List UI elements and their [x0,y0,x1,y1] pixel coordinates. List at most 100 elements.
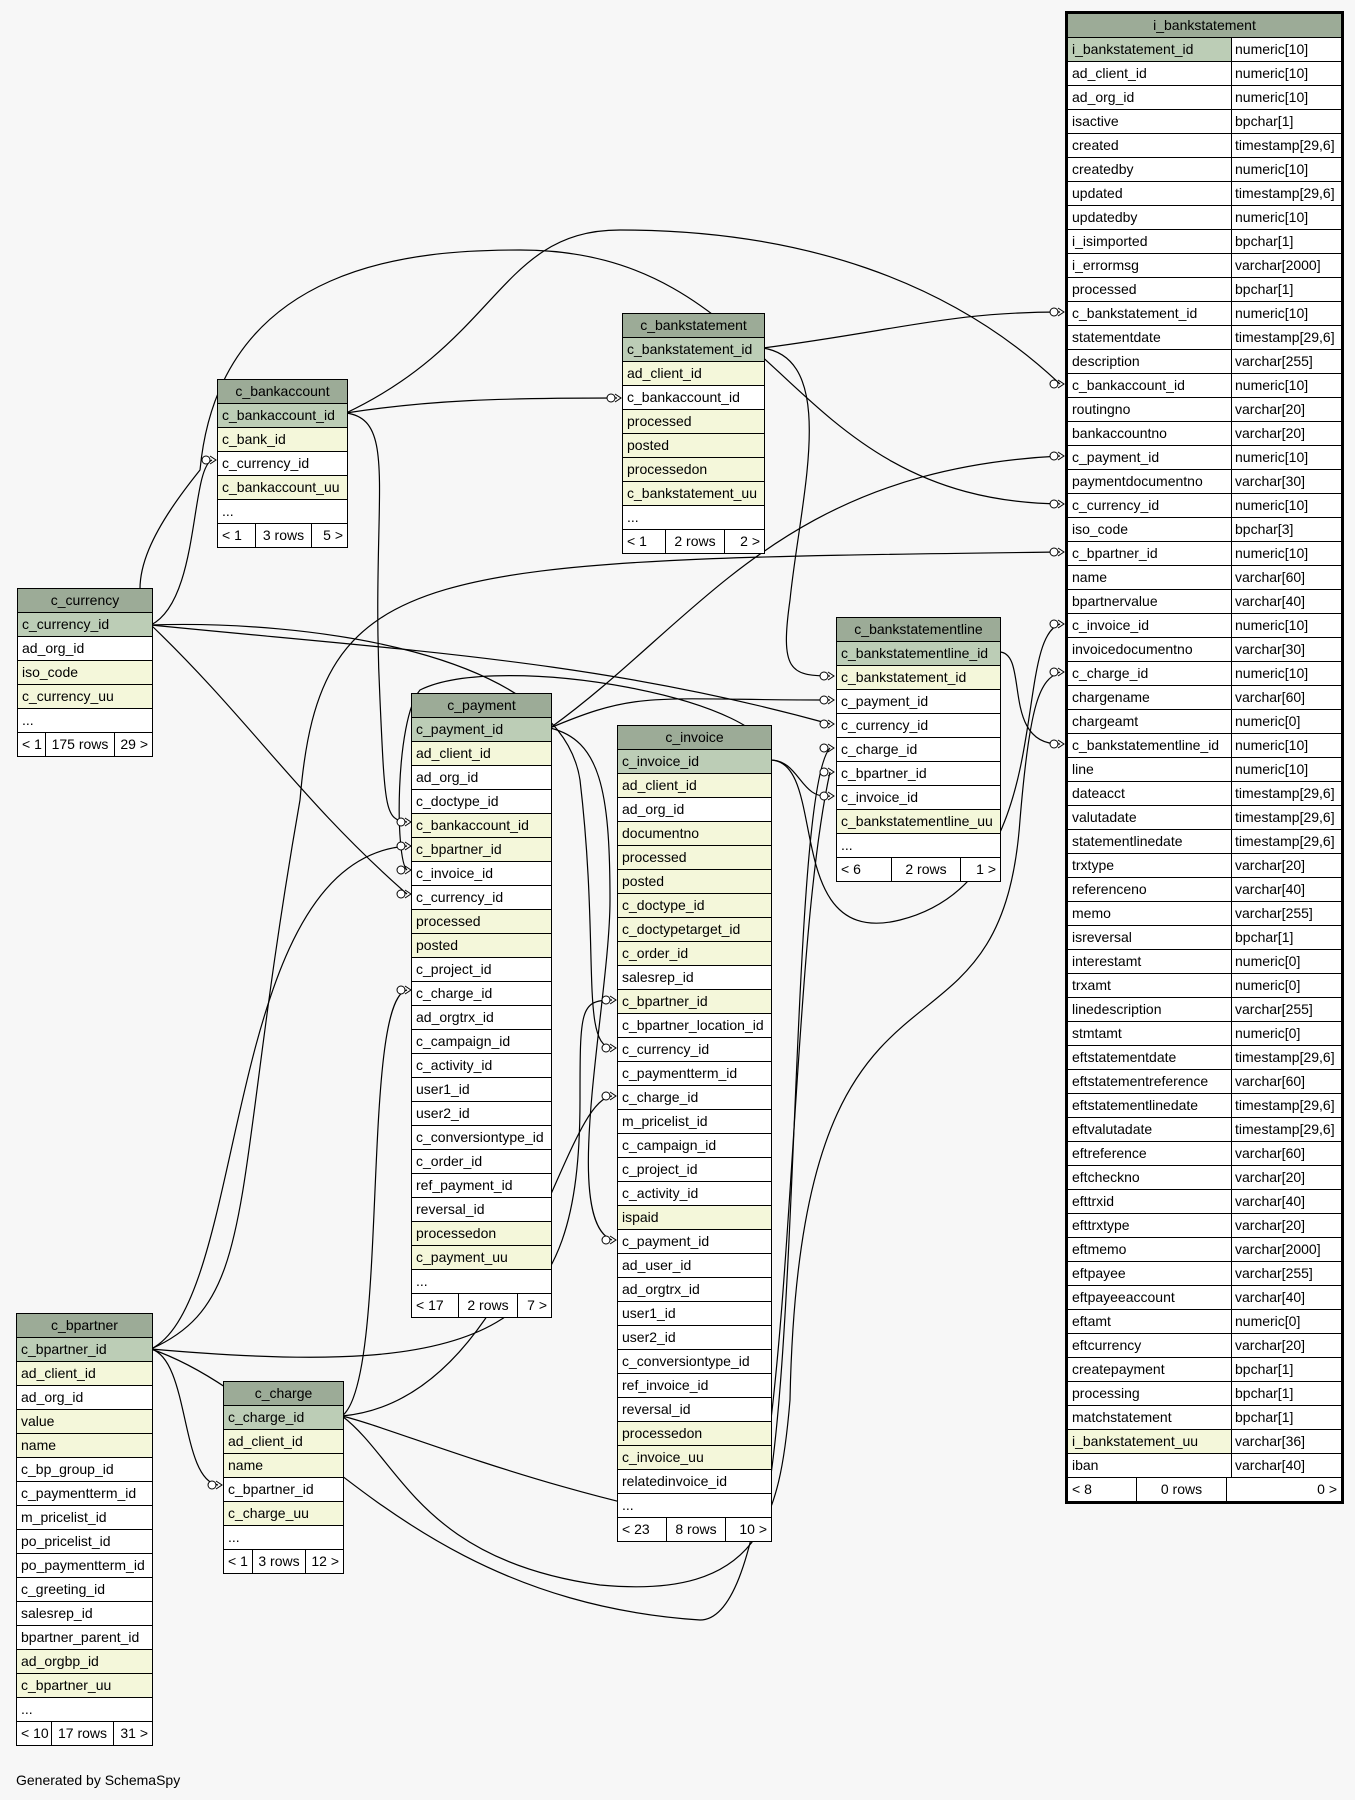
column-name: c_order_id [416,1153,483,1169]
column-name: posted [416,937,459,953]
column-type: varchar[20] [1231,1334,1341,1357]
column-name: i_bankstatement_id [1072,41,1194,57]
table-row: ad_orgtrx_id [618,1278,771,1302]
child-count[interactable]: 1 > [976,861,996,877]
column-name: c_bpartner_id [416,841,502,857]
table-title[interactable]: c_payment [412,694,551,718]
column-type: varchar[36] [1231,1430,1341,1453]
fk-end-marker [819,695,829,705]
parent-count[interactable]: < 17 [412,1294,459,1317]
column-name: updated [1072,185,1123,201]
column-name: documentno [622,825,700,841]
child-count[interactable]: 12 > [311,1553,339,1569]
table-row: c_charge_id [224,1406,343,1430]
table-row: c_payment_id [837,690,1000,714]
column-type: numeric[10] [1231,302,1341,325]
parent-count[interactable]: < 23 [618,1518,667,1541]
column-name: ... [841,837,853,853]
table-title[interactable]: c_bankstatement [623,314,764,338]
fk-end-marker [606,393,616,403]
column-name: c_bp_group_id [21,1461,114,1477]
table-title[interactable]: c_charge [224,1382,343,1406]
table-row: iso_code [18,661,152,685]
table-row: c_doctype_id [412,790,551,814]
c-currency-to-bankaccount-line [150,459,213,626]
parent-count[interactable]: < 1 [224,1550,253,1573]
crow-foot-marker [1057,451,1065,461]
column-name: bankaccountno [1072,425,1167,441]
column-name: eftamt [1072,1313,1111,1329]
parent-count[interactable]: < 1 [623,530,666,553]
column-type: varchar[30] [1231,638,1341,661]
column-name: ad_orgtrx_id [622,1281,700,1297]
table-row: ... [18,709,152,733]
table-title[interactable]: c_currency [18,589,152,613]
column-name: eftreference [1072,1145,1147,1161]
table-title[interactable]: c_bankstatementline [837,618,1000,642]
table-row: c_bankstatementline_id [837,642,1000,666]
table-row: c_bankstatementline_uu [837,810,1000,834]
table-row: processed [618,846,771,870]
fk-end-marker [1049,547,1059,557]
parent-count[interactable]: < 1 [218,524,256,547]
table-row: c_doctypetarget_id [618,918,771,942]
column-name: createpayment [1072,1361,1165,1377]
fk-end-marker [1049,307,1059,317]
child-count[interactable]: 5 > [323,527,343,543]
child-count[interactable]: 10 > [739,1521,767,1537]
child-count[interactable]: 31 > [120,1725,148,1741]
child-count[interactable]: 7 > [527,1297,547,1313]
column-type: varchar[20] [1231,422,1341,445]
child-count[interactable]: 2 > [740,533,760,549]
c-currency-to-invoice-line [150,623,613,1049]
column-name: c_charge_uu [228,1505,309,1521]
table-title[interactable]: c_invoice [618,726,771,750]
column-name: user1_id [416,1081,470,1097]
crow-foot-marker [609,1235,617,1245]
column-name: c_bpartner_id [841,765,927,781]
table-row: c_currency_id [218,452,347,476]
table-title[interactable]: i_bankstatement [1068,14,1341,38]
column-name: statementdate [1072,329,1161,345]
column-name: stmtamt [1072,1025,1122,1041]
column-name: c_invoice_id [1072,617,1150,633]
parent-count[interactable]: < 8 [1068,1478,1137,1501]
child-count[interactable]: 29 > [120,736,148,752]
table-row: c_currency_id [412,886,551,910]
parent-count[interactable]: < 6 [837,858,892,881]
parent-count[interactable]: < 10 [17,1722,52,1745]
parent-count[interactable]: < 1 [18,733,46,756]
child-count[interactable]: 0 > [1317,1481,1337,1497]
column-type: numeric[10] [1231,86,1341,109]
table-title[interactable]: c_bpartner [17,1314,152,1338]
table-title[interactable]: c_bankaccount [218,380,347,404]
column-name: c_bankaccount_id [627,389,740,405]
fk-end-marker [819,671,829,681]
column-name: c_project_id [622,1161,698,1177]
column-type: bpchar[1] [1231,926,1341,949]
c-bankaccount-to-ibs-line [345,229,1061,414]
column-type: timestamp[29,6] [1231,326,1341,349]
table-row: c_bpartner_id [224,1478,343,1502]
table-row: processedon [412,1222,551,1246]
column-type: numeric[10] [1231,494,1341,517]
